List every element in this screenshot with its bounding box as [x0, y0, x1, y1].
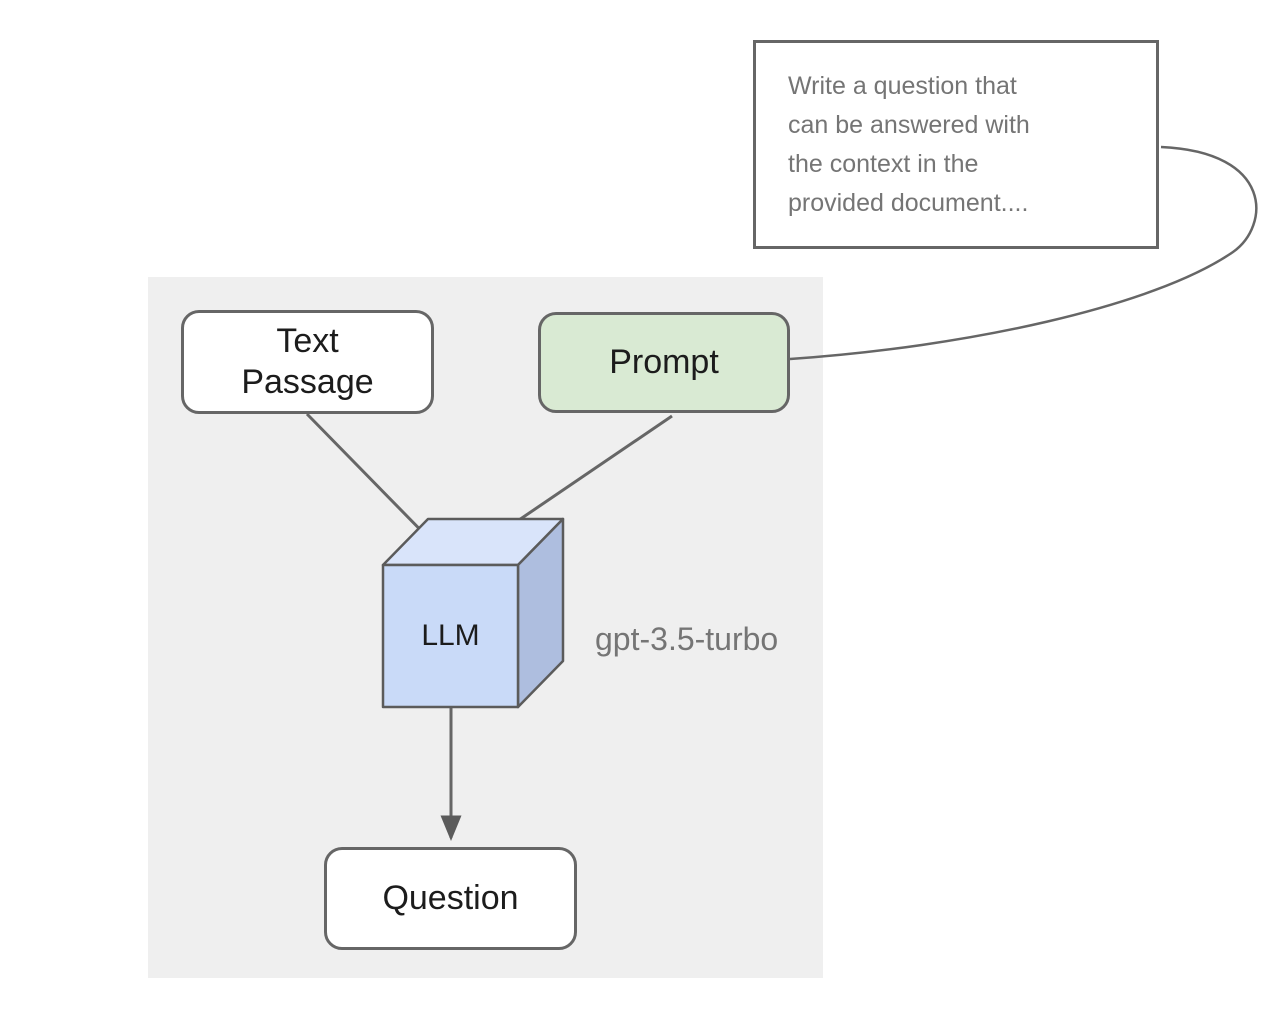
- node-question-label: Question: [382, 878, 519, 917]
- node-text-passage: Text Passage: [181, 310, 434, 414]
- prompt-callout-text: Write a question that can be answered wi…: [788, 72, 1030, 217]
- node-prompt-label: Prompt: [609, 342, 719, 381]
- node-prompt: Prompt: [538, 312, 790, 413]
- node-text-passage-label: Text Passage: [241, 321, 374, 401]
- node-question: Question: [324, 847, 577, 950]
- model-name-annotation: gpt-3.5-turbo: [595, 621, 779, 657]
- llm-label-text: LLM: [421, 619, 480, 652]
- llm-cube-label: LLM: [383, 565, 518, 707]
- prompt-callout-box: Write a question that can be answered wi…: [753, 40, 1159, 249]
